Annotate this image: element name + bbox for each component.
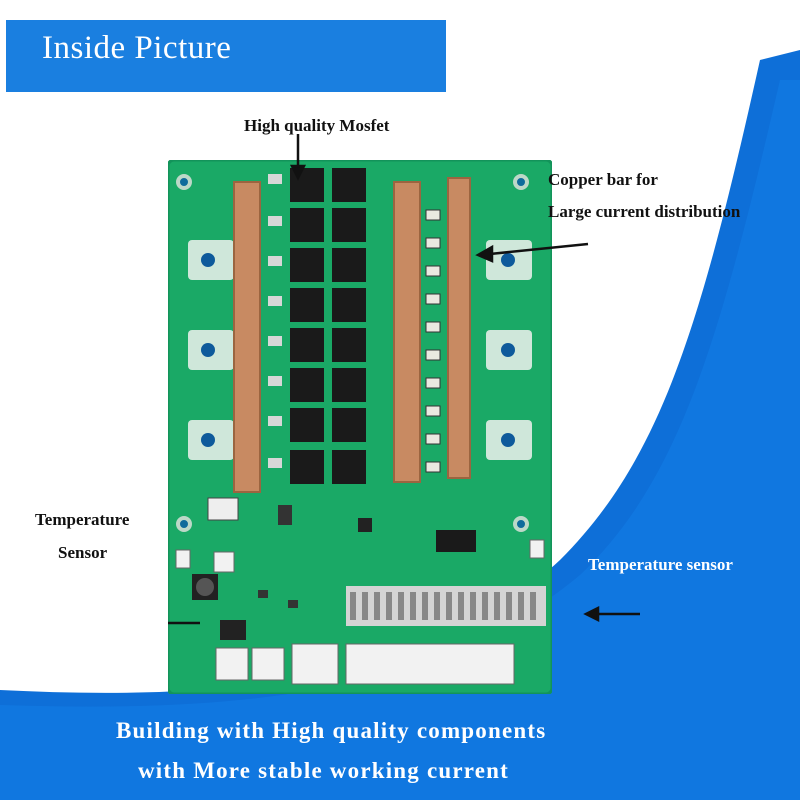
copper-label-line1: Copper bar for bbox=[548, 170, 658, 189]
temp-sensor-left-label-line1: Temperature bbox=[35, 510, 130, 529]
footer-line-2: with More stable working current bbox=[138, 758, 510, 783]
temp-sensor-left-label-line2: Sensor bbox=[58, 543, 108, 562]
header-title: Inside Picture bbox=[42, 30, 232, 66]
copper-label-line2: Large current distribution bbox=[548, 202, 741, 221]
mosfet-label: High quality Mosfet bbox=[244, 116, 390, 135]
temp-sensor-right-label: Temperature sensor bbox=[588, 555, 733, 574]
header-banner bbox=[6, 20, 446, 92]
pcb-board-image bbox=[166, 158, 554, 699]
footer-line-1: Building with High quality components bbox=[116, 718, 547, 743]
